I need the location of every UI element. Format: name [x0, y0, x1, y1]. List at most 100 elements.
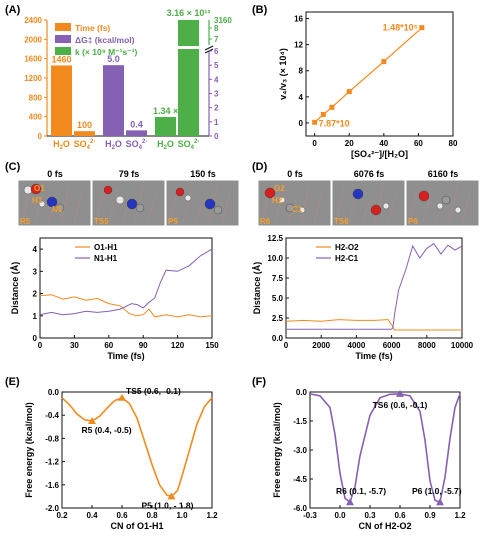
- a-right-tick-label: 7: [214, 35, 219, 44]
- c-snapshot-time: 150 fs: [190, 169, 216, 179]
- f-y-tick-label: -4.5: [293, 475, 307, 484]
- a-category-label: SO42-: [74, 139, 96, 151]
- d-snapshot-frame: [331, 179, 406, 227]
- f-y-tick-label: -1.5: [293, 417, 307, 426]
- c-atom: [55, 203, 65, 213]
- b-x-tick-label: 0: [312, 139, 317, 148]
- c-legend-label: O1-H1: [94, 243, 118, 252]
- b-x-tick-label: 20: [345, 139, 354, 148]
- b-data-point: [320, 111, 326, 117]
- c-solvent-bond: [108, 193, 118, 223]
- e-plot-frame: [61, 391, 213, 509]
- f-x-tick-label: -0.3: [303, 511, 317, 520]
- d-solvent-bond: [335, 187, 345, 223]
- e-x-tick-label: 1.2: [206, 511, 218, 520]
- chart-a-bar: 0400800120016002000240001234567831601460…: [24, 8, 232, 151]
- e-ylabel: Free energy (kcal/mol): [24, 402, 34, 498]
- c-y-tick-label: 3: [33, 267, 38, 276]
- d-solvent-bond: [448, 187, 458, 223]
- b-annotation: 7.87*10: [319, 118, 350, 128]
- d-atom: [454, 206, 462, 214]
- d-atom: [382, 202, 390, 210]
- a-bar: [103, 65, 124, 136]
- b-xlabel: [SO₄²⁻]/[H₂O]: [351, 149, 408, 159]
- c-x-tick-label: 30: [70, 341, 79, 350]
- a-category-label: H2O: [157, 139, 174, 151]
- b-ylabel: v₄/v₃ (× 10⁴): [278, 48, 288, 100]
- d-atom: [285, 203, 295, 213]
- d-legend-label: H2-C1: [335, 254, 359, 263]
- a-left-tick-label: 2400: [24, 16, 42, 25]
- e-annotation: P5 (1.0, - 1.8): [142, 500, 194, 510]
- c-atom: [135, 203, 145, 213]
- c-y-tick-label: 1: [33, 312, 38, 321]
- a-left-tick-label: 1200: [24, 74, 42, 83]
- c-ylabel: Distance (Å): [10, 262, 20, 315]
- c-xlabel: Time (fs): [107, 351, 144, 361]
- d-snapshot-frame: [405, 179, 480, 227]
- c-x-tick-label: 150: [205, 341, 219, 350]
- e-y-tick-label: -2.0: [45, 504, 59, 513]
- a-bar: [74, 131, 95, 136]
- f-y-tick-label: 0.0: [296, 388, 308, 397]
- d-legend-label: H2-O2: [335, 243, 359, 252]
- d-solvent-bond: [374, 187, 384, 223]
- c-solvent-bond: [221, 193, 231, 223]
- f-x-tick-label: 0.6: [394, 511, 406, 520]
- c-solvent-bond: [73, 193, 83, 223]
- c-atom: [30, 183, 42, 195]
- f-state-marker: [346, 498, 354, 506]
- d-atom-label: C1: [292, 205, 303, 214]
- d-snapshot-time: 6160 fs: [428, 169, 459, 179]
- c-state-label: R5: [20, 217, 31, 226]
- panel-tag-a: (A): [5, 4, 21, 16]
- d-y-tick-label: 10.0: [267, 254, 283, 263]
- panel-tag-d: (D): [252, 161, 268, 173]
- d-atom: [441, 195, 451, 205]
- b-x-tick-label: 40: [379, 139, 388, 148]
- e-state-marker: [167, 492, 176, 500]
- d-snapshot-frame: [257, 179, 332, 227]
- c-atom-label: N1: [52, 205, 63, 214]
- e-y-tick-label: -0.8: [45, 434, 59, 443]
- f-annotation: TS6 (0.6, -0.1): [373, 400, 428, 410]
- c-atom: [103, 185, 113, 195]
- b-y-tick-label: 4: [299, 93, 304, 102]
- e-y-tick-label: -1.2: [45, 458, 59, 467]
- f-x-tick-label: 0.3: [364, 511, 376, 520]
- a-left-tick-label: 1600: [24, 55, 42, 64]
- c-solvent-bond: [147, 193, 157, 223]
- panel-tag-f: (F): [252, 376, 266, 388]
- d-solvent-bond: [461, 193, 471, 223]
- d-x-tick-label: 10000: [451, 341, 474, 350]
- a-left-tick-label: 2000: [24, 35, 42, 44]
- f-y-tick-label: -6.0: [293, 504, 307, 513]
- a-legend-label: ΔG‡ (kcal/mol): [75, 35, 135, 45]
- c-plot-frame: [39, 237, 213, 339]
- e-state-marker: [88, 417, 96, 424]
- b-annotation: 1.48*10⁵: [383, 23, 418, 33]
- e-x-tick-label: 0.2: [56, 511, 68, 520]
- a-category-label: SO42-: [126, 139, 148, 151]
- b-data-point: [312, 119, 318, 125]
- f-x-tick-label: 0.9: [424, 511, 436, 520]
- c-x-tick-label: 60: [104, 341, 113, 350]
- d-atom-label: O2: [274, 184, 285, 193]
- a-axis-break-mark: [204, 45, 214, 51]
- a-bar-data-label: 1460: [51, 54, 71, 64]
- d-solvent-bond: [435, 199, 445, 223]
- f-annotation: P6 (1.0, -5.7): [412, 486, 462, 496]
- panel-tag-e: (E): [5, 376, 20, 388]
- d-snapshot-time: 0 fs: [287, 169, 303, 179]
- c-state-label: P5: [168, 217, 178, 226]
- d-y-tick-label: 0.0: [272, 334, 284, 343]
- e-annotation: TS5 (0.6, -0.1): [126, 386, 181, 396]
- a-legend-label: Time (fs): [75, 23, 110, 33]
- a-right-tick-label: 4: [214, 75, 219, 84]
- d-solvent-bond: [387, 193, 397, 223]
